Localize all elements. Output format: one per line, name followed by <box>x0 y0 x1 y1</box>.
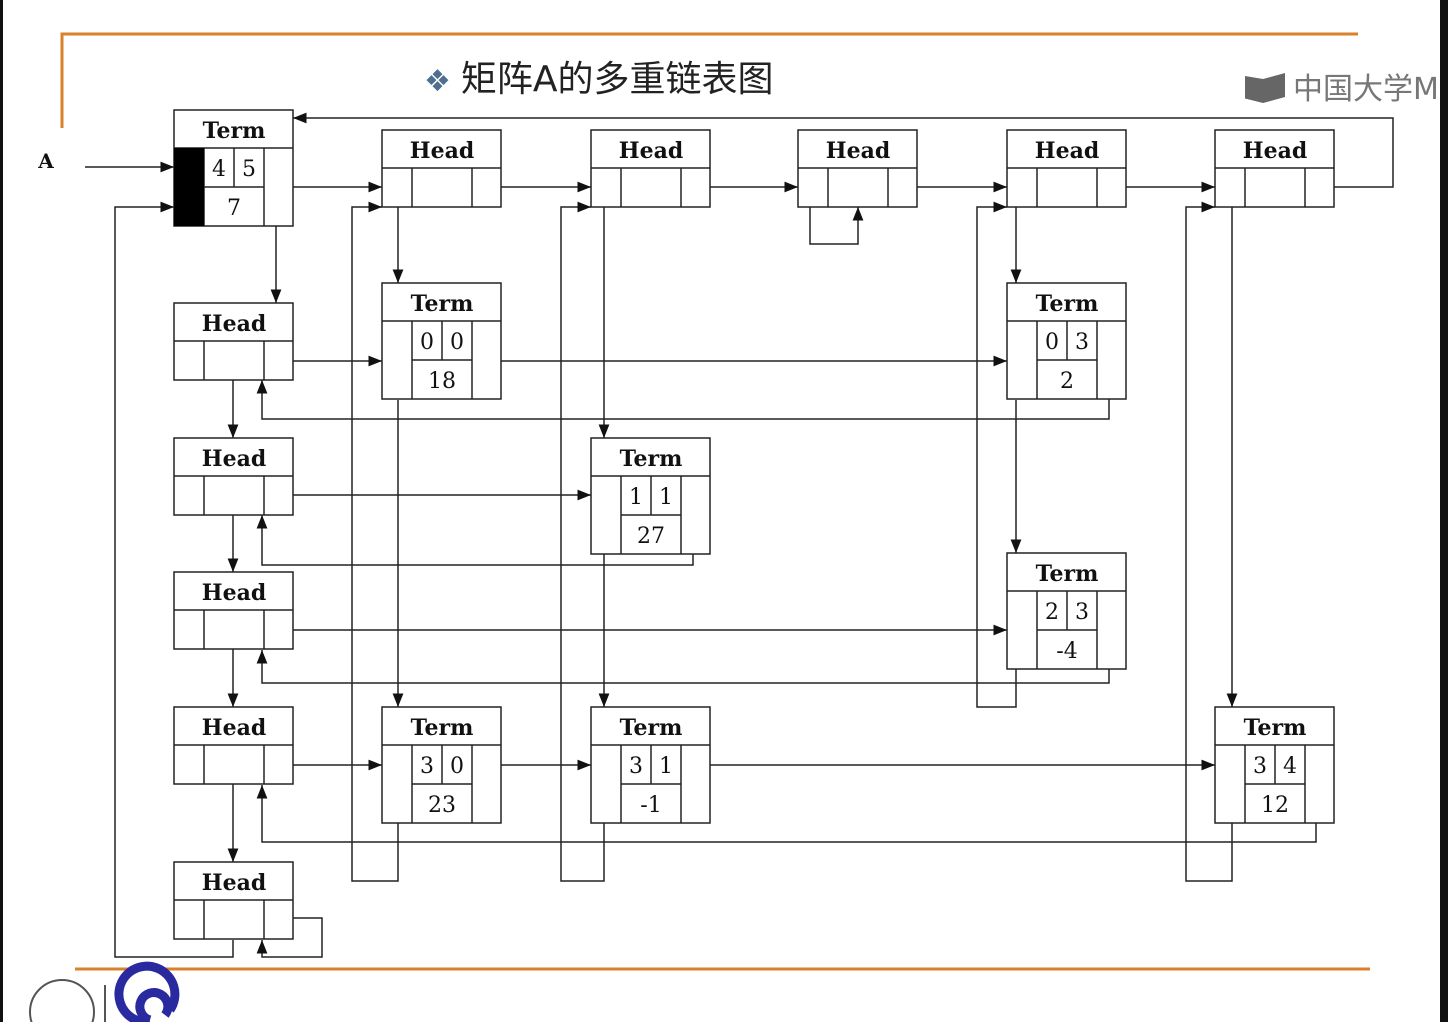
row-index: 0 <box>420 330 434 355</box>
pointer-arrow <box>560 201 605 882</box>
col-index: 0 <box>450 330 464 355</box>
node-value: 7 <box>227 196 241 221</box>
col-index: 3 <box>1075 330 1089 355</box>
node-value: -4 <box>1056 639 1077 664</box>
row-index: 0 <box>1045 330 1059 355</box>
pointer-arrow <box>114 201 234 958</box>
row-head-node: Head <box>173 706 294 785</box>
node-type-label: Head <box>202 870 266 896</box>
row-index: 1 <box>629 485 643 510</box>
node-type-label: Term <box>1036 561 1099 587</box>
node-type-label: Head <box>619 138 683 164</box>
mooc-watermark: 中国大学MOOC <box>1245 64 1440 108</box>
node-type-label: Term <box>411 715 474 741</box>
pointer-arrow <box>351 201 399 882</box>
column-head-node: Head <box>797 129 918 208</box>
node-value: -1 <box>640 793 661 818</box>
node-type-label: Head <box>826 138 890 164</box>
node-type-label: Term <box>411 291 474 317</box>
node-type-label: Head <box>202 446 266 472</box>
university-logos <box>29 961 180 1022</box>
col-index: 3 <box>1075 600 1089 625</box>
node-type-label: Term <box>620 446 683 472</box>
node-type-label: Head <box>202 580 266 606</box>
node-type-label: Head <box>202 311 266 337</box>
column-head-node: Head <box>1214 129 1335 208</box>
row-index: 3 <box>1253 754 1267 779</box>
node-value: 12 <box>1261 793 1289 818</box>
matrix-pointer-label: A <box>37 149 54 173</box>
diamond-bullet-icon: ❖ <box>424 64 451 99</box>
col-index: 0 <box>450 754 464 779</box>
node-type-label: Term <box>620 715 683 741</box>
node-type-label: Term <box>1244 715 1307 741</box>
row-head-node: Head <box>173 861 294 940</box>
slide-title-text: 矩阵A的多重链表图 <box>460 59 774 100</box>
column-head-node: Head <box>1006 129 1127 208</box>
university-seal-icon <box>29 979 95 1022</box>
top-accent-line <box>60 32 1358 128</box>
node-type-label: Head <box>410 138 474 164</box>
row-index: 3 <box>420 754 434 779</box>
pointer-arrow <box>1185 201 1233 882</box>
tag-field <box>174 148 204 226</box>
row-index: 3 <box>629 754 643 779</box>
node-value: 18 <box>428 369 456 394</box>
pointer-arrow <box>809 207 864 245</box>
node-type-label: Head <box>1035 138 1099 164</box>
window-border-right <box>1440 0 1448 1022</box>
col-index: 4 <box>1283 754 1297 779</box>
pointer-arrow <box>256 650 1110 684</box>
accent-lines <box>60 32 1370 971</box>
row-index: 4 <box>212 157 226 182</box>
pointer-arrow <box>256 917 323 958</box>
node-type-label: Term <box>203 118 266 144</box>
node-value: 2 <box>1060 369 1074 394</box>
row-head-node: Head <box>173 437 294 516</box>
window-border-left <box>0 0 3 1022</box>
col-index: 1 <box>659 485 673 510</box>
column-head-node: Head <box>381 129 502 208</box>
pointer-arrow <box>976 201 1017 708</box>
node-type-label: Head <box>202 715 266 741</box>
node-value: 27 <box>637 524 665 549</box>
node-type-label: Head <box>1243 138 1307 164</box>
node-type-label: Term <box>1036 291 1099 317</box>
row-index: 2 <box>1045 600 1059 625</box>
spiral-logo-icon <box>114 961 180 1022</box>
row-head-node: Head <box>173 302 294 381</box>
row-head-node: Head <box>173 571 294 650</box>
slide-title: ❖ 矩阵A的多重链表图 <box>424 50 774 102</box>
col-index: 1 <box>659 754 673 779</box>
node-value: 23 <box>428 793 456 818</box>
col-index: 5 <box>242 157 256 182</box>
column-head-node: Head <box>590 129 711 208</box>
pointer-arrows <box>85 112 1394 958</box>
mooc-watermark-text: 中国大学MOOC <box>1293 72 1440 107</box>
